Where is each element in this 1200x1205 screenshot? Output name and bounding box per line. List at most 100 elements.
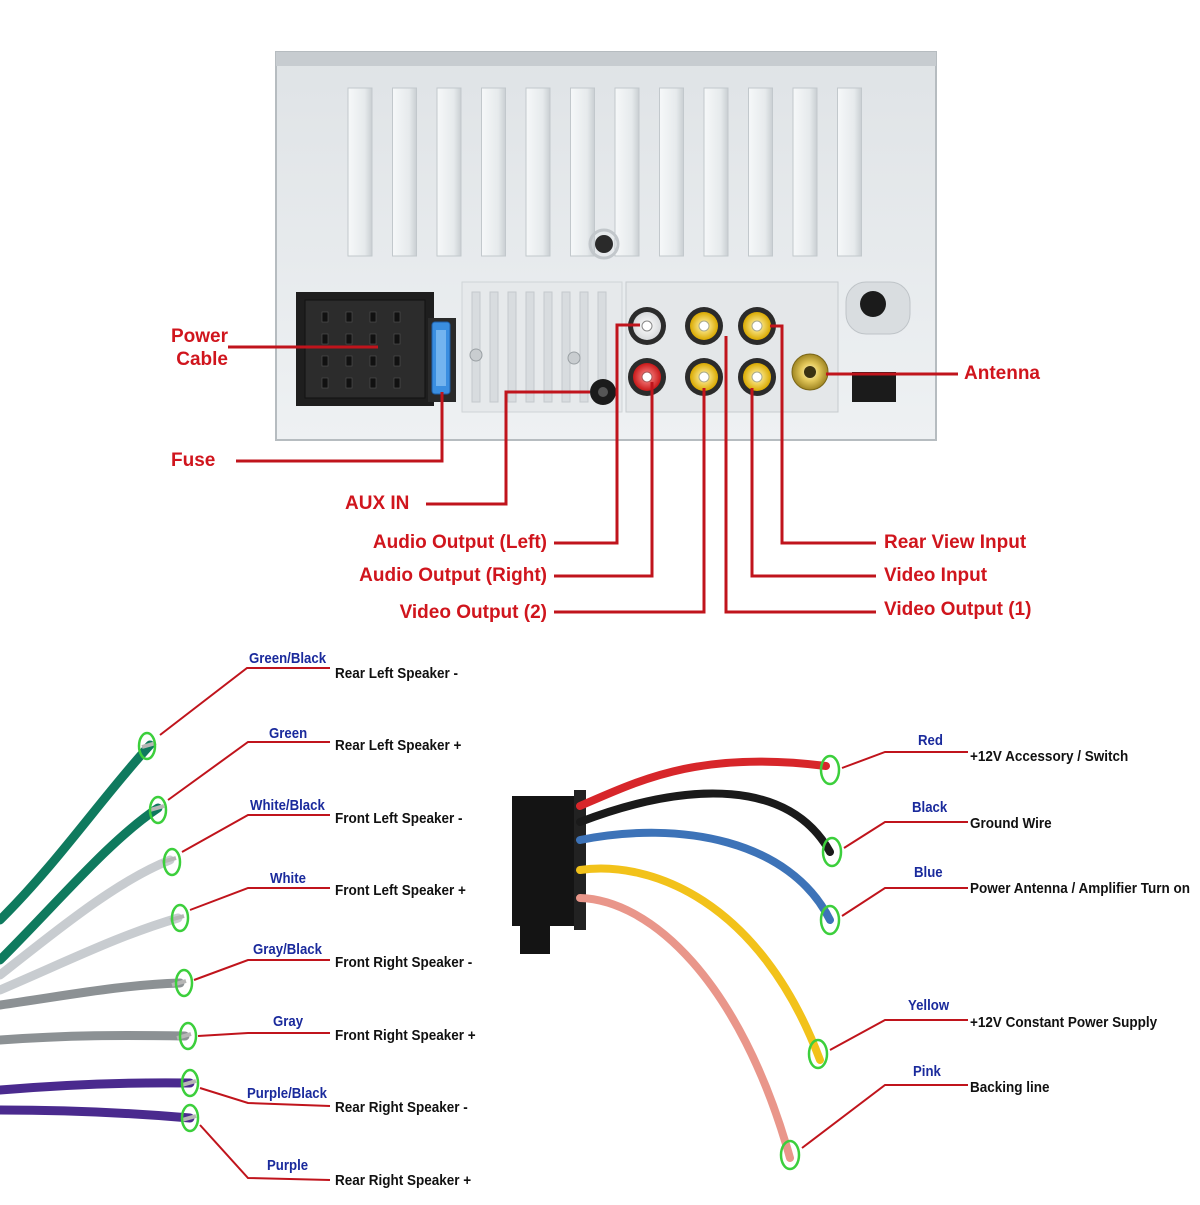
wire-end-marker bbox=[148, 795, 168, 825]
wire-function-label: Front Right Speaker - bbox=[335, 954, 473, 971]
connector-pin bbox=[393, 377, 401, 389]
heatsink-fin bbox=[659, 87, 684, 257]
heatsink-fin bbox=[525, 87, 551, 257]
speaker-wire bbox=[0, 1105, 195, 1123]
wire-function-label: Rear Right Speaker + bbox=[335, 1172, 472, 1189]
speaker-wire bbox=[0, 855, 175, 980]
wire-color-label: Gray bbox=[273, 1013, 304, 1030]
wire-end-marker bbox=[180, 1103, 200, 1133]
heatsink-fin bbox=[392, 87, 417, 257]
vent-slot bbox=[561, 291, 571, 403]
connector-pin bbox=[345, 311, 353, 323]
wire-leader-line bbox=[159, 667, 330, 736]
leader-rear-view-input bbox=[770, 324, 876, 545]
wire-leader-line bbox=[193, 959, 330, 981]
iso-power-connector bbox=[296, 292, 456, 406]
wire-function-label: Rear Right Speaker - bbox=[335, 1099, 468, 1116]
heatsink-fin bbox=[436, 87, 462, 257]
power-wire bbox=[576, 894, 794, 1162]
connector-pin bbox=[393, 333, 401, 345]
wire-color-label: Pink bbox=[913, 1063, 941, 1080]
vent-slot bbox=[579, 291, 589, 403]
label-audio-output-left: Audio Output (Left) bbox=[372, 532, 547, 553]
wire-leader-line bbox=[199, 1124, 331, 1181]
heatsink-fin bbox=[748, 87, 773, 257]
speaker-wire bbox=[0, 740, 155, 925]
wire-function-label: Rear Left Speaker - bbox=[335, 665, 459, 682]
label-fuse: Fuse bbox=[171, 450, 216, 471]
heatsink-fin bbox=[481, 87, 506, 257]
heatsink-fin bbox=[570, 87, 595, 257]
wire-function-label: Ground Wire bbox=[970, 815, 1052, 832]
rca-jacks bbox=[628, 307, 776, 396]
leader-aux-in bbox=[426, 390, 590, 506]
vent-slot bbox=[507, 291, 517, 403]
wire-leader-line bbox=[197, 1032, 330, 1037]
wire-end-marker bbox=[779, 1139, 801, 1171]
leader-fuse bbox=[236, 392, 444, 463]
label-video-output-1: Video Output (1) bbox=[884, 599, 1032, 620]
connector-pin bbox=[345, 333, 353, 345]
label-audio-output-right: Audio Output (Right) bbox=[359, 565, 547, 586]
wire-color-label: White/Black bbox=[250, 797, 325, 814]
wire-color-label: Green/Black bbox=[249, 650, 327, 667]
wire-leader-line bbox=[181, 814, 330, 853]
wire-color-label: White bbox=[270, 870, 306, 887]
head-unit-leader-lines bbox=[228, 323, 958, 614]
connector-pin bbox=[321, 333, 329, 345]
vent-slot bbox=[525, 291, 535, 403]
rear-socket bbox=[852, 372, 896, 402]
wire-function-label: +12V Accessory / Switch bbox=[970, 748, 1129, 765]
vent-slots bbox=[471, 291, 607, 403]
heatsink-fin bbox=[792, 87, 818, 257]
power-wire bbox=[576, 828, 834, 924]
wire-end-marker bbox=[174, 968, 194, 998]
wire-tip bbox=[171, 979, 187, 987]
label-rear-view-input: Rear View Input bbox=[884, 532, 1027, 553]
leader-video-output-2 bbox=[554, 388, 706, 614]
wire-leader-line bbox=[829, 1019, 968, 1051]
speaker-wire bbox=[0, 803, 163, 965]
iso-plug-latch bbox=[520, 926, 550, 954]
heatsink-fin bbox=[347, 87, 373, 257]
wire-leader-line bbox=[841, 887, 968, 917]
connector-pin bbox=[393, 311, 401, 323]
connector-pin bbox=[345, 355, 353, 367]
leader-audio-left bbox=[554, 323, 640, 545]
vent-slot bbox=[489, 291, 499, 403]
connector-pin bbox=[369, 311, 377, 323]
connector-pins bbox=[321, 311, 401, 389]
leader-video-input bbox=[750, 388, 876, 578]
vent-slot bbox=[543, 291, 553, 403]
connector-pin bbox=[393, 355, 401, 367]
wire-end-marker bbox=[807, 1038, 829, 1070]
connector-pin bbox=[321, 311, 329, 323]
label-aux-in: AUX IN bbox=[345, 493, 410, 514]
wire-end-marker bbox=[170, 903, 190, 933]
head-unit-rear-panel bbox=[275, 51, 937, 441]
label-antenna: Antenna bbox=[964, 363, 1040, 384]
connector-pin bbox=[321, 355, 329, 367]
label-video-output-2: Video Output (2) bbox=[399, 602, 547, 623]
power-wire bbox=[576, 757, 830, 810]
leader-audio-right bbox=[554, 382, 654, 578]
wire-function-label: Front Left Speaker + bbox=[335, 882, 466, 899]
wire-end-marker bbox=[819, 754, 841, 786]
iso-plug-body bbox=[512, 796, 580, 926]
wire-end-marker bbox=[178, 1021, 198, 1051]
wire-end-marker bbox=[162, 847, 182, 877]
wire-end-marker bbox=[819, 904, 841, 936]
right-power-harness bbox=[512, 751, 968, 1171]
wire-tip bbox=[181, 1079, 197, 1087]
connector-pin bbox=[369, 333, 377, 345]
heatsink-fin bbox=[703, 87, 729, 257]
wire-leader-line bbox=[189, 887, 330, 911]
wire-end-marker bbox=[821, 836, 843, 868]
heatsink-fin bbox=[614, 87, 640, 257]
speaker-wire bbox=[0, 913, 183, 995]
wire-leader-line bbox=[801, 1084, 968, 1149]
wire-leader-line bbox=[199, 1087, 331, 1107]
wire-leader-line bbox=[841, 751, 968, 769]
wire-function-label: Power Antenna / Amplifier Turn on bbox=[970, 880, 1191, 897]
